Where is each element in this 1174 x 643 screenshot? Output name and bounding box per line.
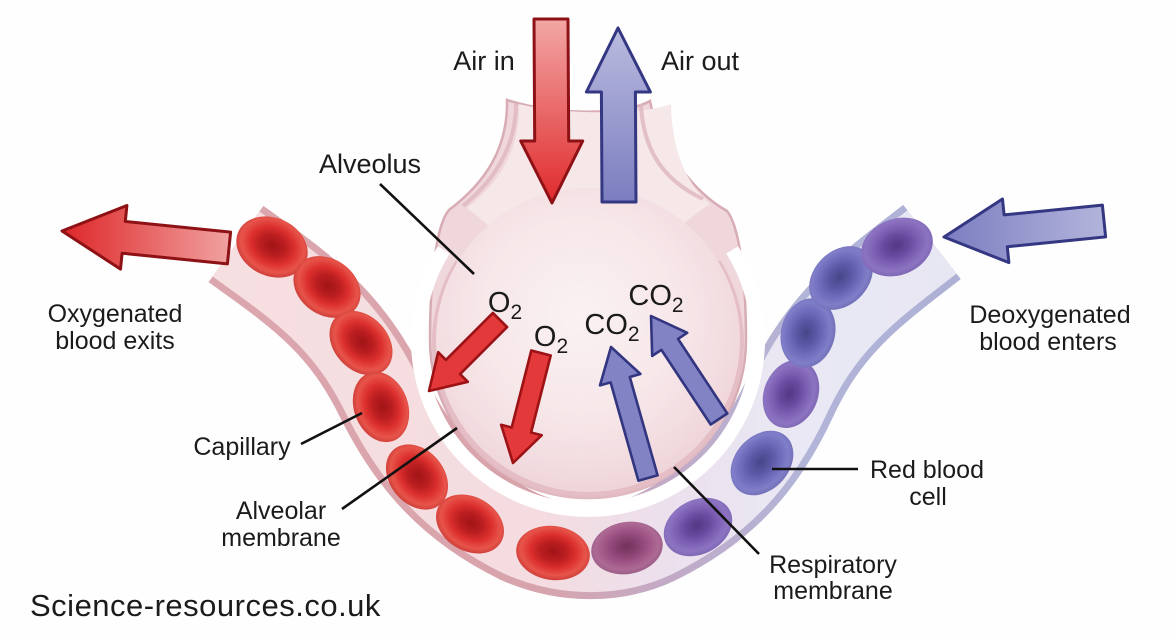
blood-cell — [293, 256, 361, 318]
flow-arrows — [60, 17, 1108, 271]
watermark-text: Science-resources.co.uk — [30, 588, 381, 623]
o2-label-b: O2 — [534, 321, 568, 358]
blood-cell — [385, 444, 449, 510]
oxygenated-label-line1: Oxygenated — [48, 300, 183, 328]
capillary-leader-line — [300, 411, 363, 446]
blood-cell — [730, 430, 794, 496]
co2-label-b: CO2 — [628, 280, 683, 317]
blood-cell — [809, 246, 873, 310]
air-in-arrow — [519, 17, 585, 205]
white-ring — [411, 246, 765, 517]
blood-cell — [352, 371, 410, 443]
air-out-label: Air out — [661, 46, 740, 76]
deoxygenated-label-line1: Deoxygenated — [969, 301, 1130, 329]
deoxygenated-label-line2: blood enters — [979, 328, 1117, 356]
alveolus-leader-line — [379, 183, 475, 275]
gas-arrows — [427, 311, 729, 483]
blood-cell — [861, 217, 933, 277]
alveolar-membrane-label-line2: membrane — [221, 524, 341, 552]
o2-arrow-down — [499, 349, 553, 465]
co2-arrow-up — [598, 345, 659, 483]
co2-label-a: CO2 — [584, 309, 639, 346]
blood-cell — [329, 310, 393, 376]
red-blood-cell-label-line2: cell — [909, 483, 947, 511]
alveolar-membrane-label-line1: Alveolar — [236, 497, 326, 525]
blood-cell — [436, 494, 504, 554]
respiratory-membrane-label-line1: Respiratory — [769, 551, 897, 579]
blood-cell — [236, 216, 308, 278]
o2-label-a: O2 — [488, 287, 522, 324]
capillary-label: Capillary — [193, 433, 291, 461]
respiratory-membrane-leader-line — [673, 466, 760, 555]
blood-cell — [516, 525, 590, 581]
respiratory-membrane-label-line2: membrane — [773, 577, 893, 605]
air-in-label: Air in — [453, 46, 515, 76]
co2-arrow-diagonal — [649, 314, 729, 426]
oxygenated-exit-arrow — [60, 204, 233, 271]
text-labels: Air in Air out Alveolus Oxygenated blood… — [30, 46, 1131, 623]
oxygenated-label-line2: blood exits — [55, 327, 175, 355]
blood-cell — [591, 521, 663, 575]
alveolar-membrane-leader-line — [341, 426, 458, 511]
alveolus-interior — [436, 188, 740, 492]
o2-arrow-left — [427, 311, 509, 393]
deoxygenated-enter-arrow — [942, 197, 1108, 265]
air-out-arrow — [584, 26, 652, 204]
respiratory-membrane-gap — [411, 188, 765, 517]
alveolus-neck-wall-right — [639, 103, 704, 201]
alveolus-label: Alveolus — [319, 149, 421, 179]
red-blood-cell-label-line1: Red blood — [870, 456, 984, 484]
alveolus-neck-wall-left — [461, 103, 518, 208]
red-blood-cells — [236, 216, 933, 581]
leader-lines — [300, 183, 858, 555]
blood-cell — [780, 298, 836, 368]
blood-cell — [762, 360, 820, 428]
blood-cell — [663, 497, 733, 557]
